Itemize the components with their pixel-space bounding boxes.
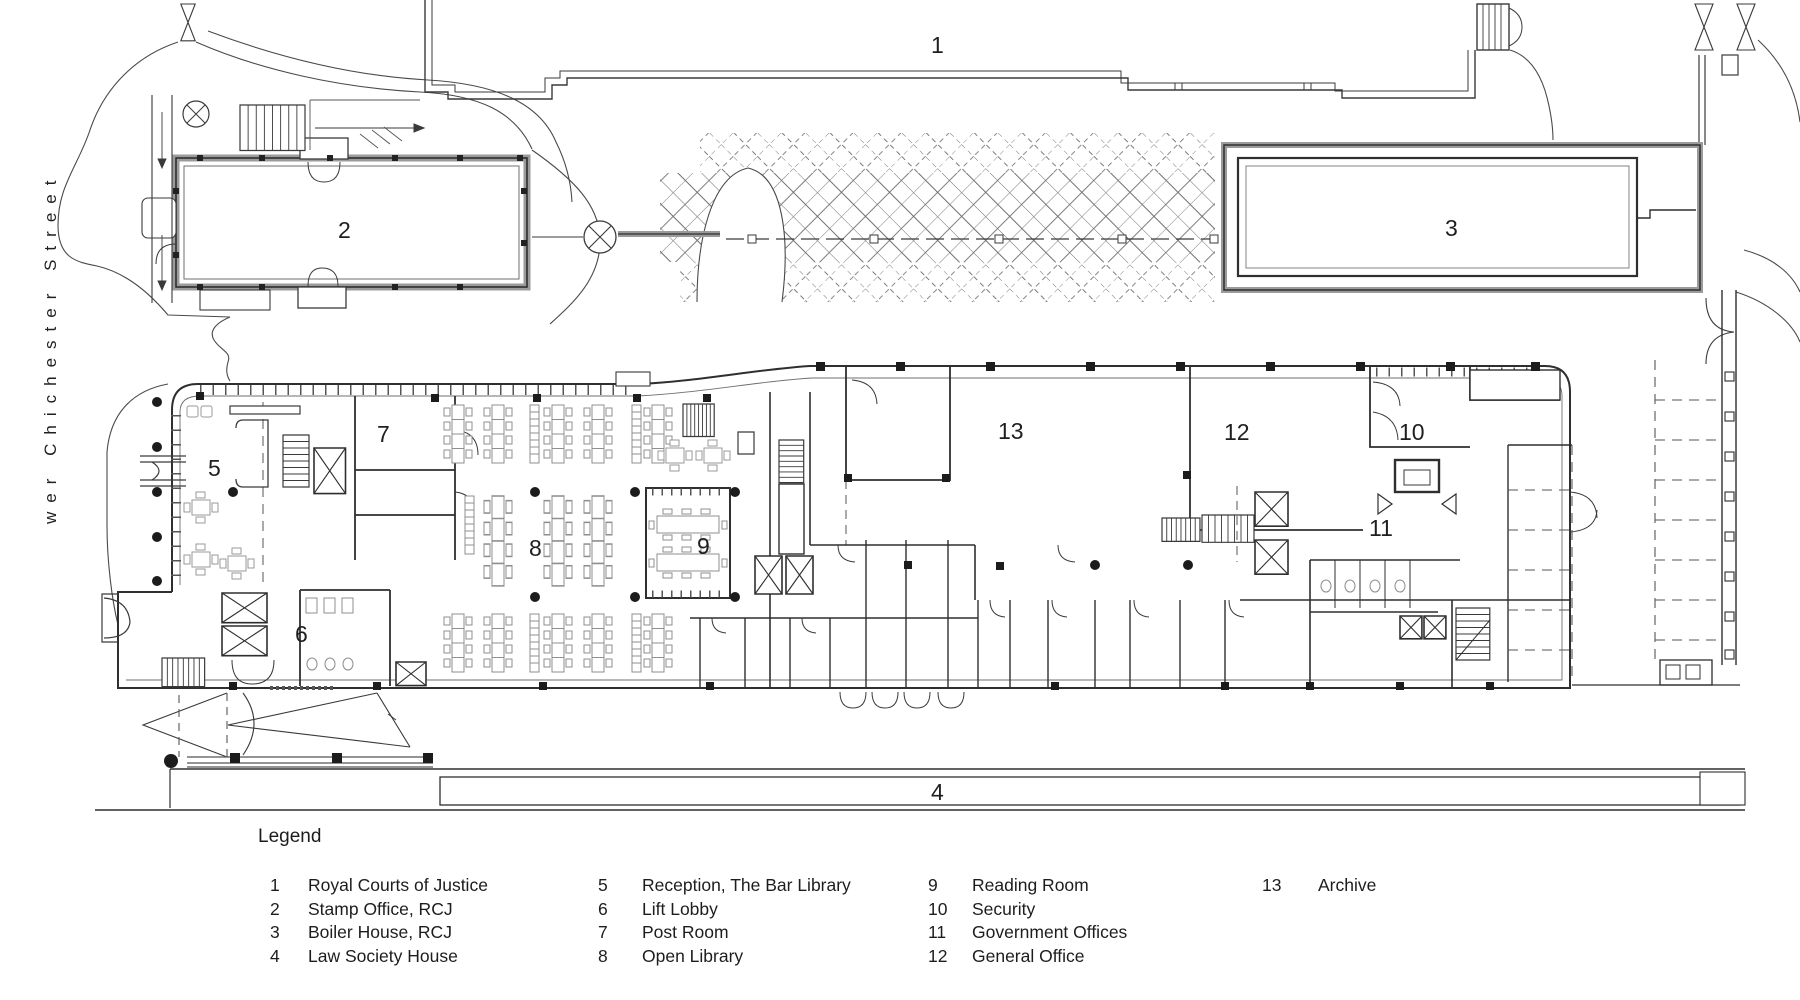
walkway-hatch-area: [532, 133, 1219, 303]
building-2-stairs: [238, 99, 426, 152]
room-label-4: 4: [931, 779, 944, 805]
room-label-5: 5: [208, 455, 221, 481]
lift-lobby-block: [161, 589, 427, 690]
building-1-royal-courts: [424, 0, 1523, 100]
entrance-canopy: [141, 692, 411, 758]
reception-area: [183, 402, 347, 588]
building-4-law-society: [95, 768, 1746, 811]
room-label-13: 13: [998, 418, 1024, 444]
general-office-core: [1161, 486, 1363, 576]
main-entrance-west: [140, 455, 186, 487]
walkway-centerline: [532, 231, 1219, 244]
boundary-fence-right: [1698, 54, 1739, 145]
room-label-8: 8: [529, 535, 542, 561]
room-label-3: 3: [1445, 215, 1458, 241]
building-2-stamp-office: [141, 95, 531, 311]
building-3-boiler-house: [1221, 142, 1735, 365]
tree-icons: [180, 3, 1756, 128]
parking-area: [1507, 290, 1740, 686]
main-building-bar-library: [101, 362, 1598, 709]
room-label-12: 12: [1224, 419, 1250, 445]
bottom-offices: [690, 540, 1245, 688]
security-area: [1369, 366, 1561, 516]
central-core: [737, 392, 814, 688]
east-door-swings: [1569, 491, 1598, 533]
room-label-11: 11: [1369, 515, 1393, 541]
room-label-6: 6: [295, 621, 308, 647]
building-2-sidewalk: [151, 95, 173, 303]
loading-dock: [164, 753, 433, 768]
room-label-9: 9: [697, 533, 710, 559]
south-wall-door-swings: [839, 691, 965, 709]
room-label-10: 10: [1399, 419, 1425, 445]
gate-marker-icon: [583, 220, 617, 254]
reading-room-walls: [645, 487, 731, 599]
street-label: wer Chichester Street: [41, 172, 60, 525]
room-number-labels: 1 2 3 4 5 6 7 8 9 10 11 12 13: [208, 32, 1458, 805]
southwest-alcove: [101, 593, 131, 643]
site-boundary-roads: [57, 30, 1800, 626]
survey-marker-icon: [182, 100, 210, 128]
room-label-2: 2: [338, 217, 351, 243]
room-label-7: 7: [377, 421, 390, 447]
room-label-1: 1: [931, 32, 944, 58]
legend-title: Legend: [258, 826, 322, 847]
government-offices-area: [1240, 559, 1570, 688]
north-vestibule: [615, 371, 651, 387]
column-markers: [152, 362, 1540, 690]
